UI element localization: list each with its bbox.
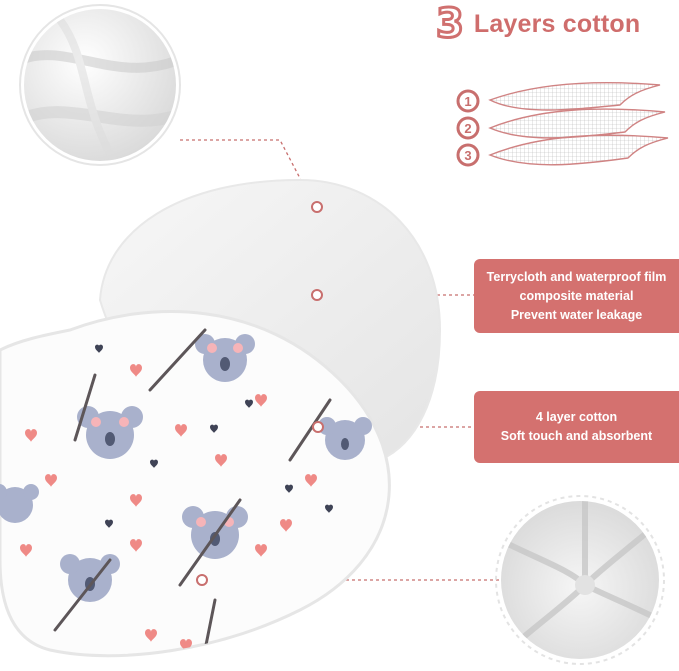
layer-sheet-2: [488, 108, 666, 139]
koala-front-sheet: [0, 310, 391, 658]
headline-number: 3: [435, 1, 466, 47]
callout-terrycloth: Terrycloth and waterproof film composite…: [474, 259, 679, 333]
callout-cotton: 4 layer cotton Soft touch and absorbent: [474, 391, 679, 463]
headline: 3 Layers cotton: [435, 1, 641, 47]
muslin-detail-circle: [495, 495, 665, 665]
layer-number-1: 1: [464, 94, 471, 109]
marker-dots: [196, 201, 324, 586]
branch-pattern: [53, 328, 332, 652]
callout-cotton-line-1: 4 layer cotton: [535, 410, 618, 424]
layer-number-3: 3: [464, 148, 471, 163]
callout-terrycloth-line-1: Terrycloth and waterproof film: [486, 269, 667, 284]
headline-text: Layers cotton: [473, 9, 641, 38]
layer-diagram: [488, 81, 669, 166]
callout-cotton-line-2: Soft touch and absorbent: [500, 429, 653, 443]
layer-badge-2: 2: [456, 116, 480, 140]
callout-terrycloth-line-3: Prevent water leakage: [510, 307, 643, 322]
terry-detail-circle: [19, 4, 181, 166]
heart-pattern: [20, 364, 317, 652]
small-heart-pattern: [95, 344, 333, 528]
callout-terrycloth-line-2: composite material: [519, 288, 634, 303]
layer-sheet-1: [488, 81, 661, 111]
layer-number-badges: 1 2 3: [456, 89, 480, 167]
layer-badge-3: 3: [456, 143, 480, 167]
layer-number-2: 2: [464, 121, 471, 136]
layer-sheet-3: [488, 134, 669, 166]
layer-badge-1: 1: [456, 89, 480, 113]
